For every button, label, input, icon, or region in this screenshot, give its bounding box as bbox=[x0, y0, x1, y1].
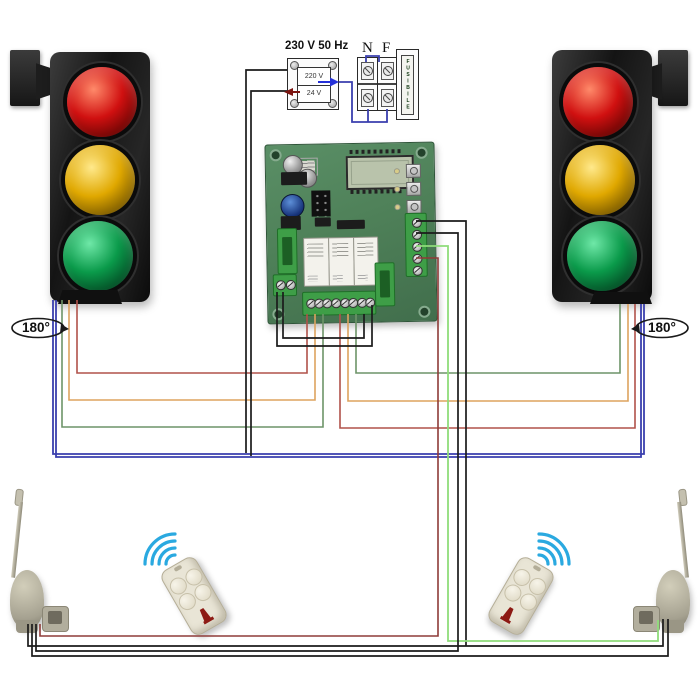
screw-terminal-icon bbox=[361, 62, 374, 80]
transformer: 220 V 24 V bbox=[287, 58, 339, 110]
screw-icon bbox=[411, 217, 422, 228]
fuse-label: FUSIBILE bbox=[405, 59, 411, 111]
fuse-window: FUSIBILE bbox=[401, 55, 414, 115]
wire-right-red bbox=[339, 304, 636, 429]
terminal-cell bbox=[358, 84, 378, 110]
pin-header bbox=[311, 190, 331, 217]
push-button bbox=[405, 163, 422, 179]
screw-terminal-icon bbox=[381, 62, 394, 80]
screw-icon bbox=[290, 61, 299, 70]
supply-voltage-label: 230 V 50 Hz bbox=[285, 40, 349, 52]
traffic-light-base-left bbox=[58, 290, 122, 304]
screw-icon bbox=[275, 280, 286, 291]
led-icon bbox=[393, 168, 400, 175]
voltage-regulator bbox=[280, 171, 308, 186]
rotation-label-left: 180° bbox=[22, 320, 50, 335]
relay bbox=[328, 236, 355, 287]
screw-icon bbox=[363, 93, 373, 103]
terminal-block-f bbox=[377, 57, 397, 111]
terminal-cell bbox=[378, 58, 396, 84]
rotation-label-right: 180° bbox=[648, 320, 676, 335]
screw-icon bbox=[383, 93, 393, 103]
screw-icon bbox=[412, 241, 423, 252]
remote-control-right bbox=[485, 553, 557, 639]
remote-control-left bbox=[158, 553, 230, 639]
wall-bracket-plate-left bbox=[10, 50, 40, 106]
rotation-arrowhead-left bbox=[60, 324, 69, 333]
remote-brand-logo bbox=[499, 606, 514, 624]
phase-terminal-label: F bbox=[382, 40, 391, 56]
rotation-arrowhead-right bbox=[631, 324, 640, 333]
remote-notch bbox=[532, 564, 542, 573]
antenna-collar bbox=[16, 620, 38, 633]
remote-notch bbox=[173, 564, 183, 573]
screw-icon bbox=[365, 297, 376, 308]
screw-terminal-icon bbox=[361, 89, 374, 107]
red-light-left bbox=[67, 67, 137, 137]
relay bbox=[303, 237, 330, 287]
control-board bbox=[264, 141, 438, 325]
antenna-whip bbox=[677, 501, 689, 578]
wall-bracket-plate-right bbox=[658, 50, 688, 106]
wire-blue-bus-2 bbox=[55, 300, 642, 458]
neutral-terminal-label: N bbox=[362, 40, 373, 56]
terminal-column-right bbox=[404, 212, 428, 278]
antenna-whip bbox=[11, 501, 23, 578]
mounting-hole-icon bbox=[415, 146, 428, 159]
red-light-right bbox=[563, 67, 633, 137]
remote-brand-logo bbox=[199, 607, 215, 625]
green-light-right bbox=[567, 221, 637, 291]
screw-icon bbox=[411, 229, 423, 240]
terminal-2pin bbox=[272, 273, 298, 297]
connector-block bbox=[276, 227, 298, 275]
wire-bottom-black-2 bbox=[31, 619, 669, 657]
terminal-cell bbox=[358, 58, 378, 84]
screw-icon bbox=[383, 66, 393, 76]
antenna-body bbox=[656, 570, 690, 628]
lcd-pins bbox=[349, 149, 402, 155]
led-icon bbox=[394, 204, 401, 211]
connector-slot bbox=[282, 237, 293, 266]
blue-capacitor bbox=[280, 193, 305, 219]
antenna-bracket bbox=[633, 606, 660, 632]
screw-icon bbox=[363, 66, 373, 76]
led-icon bbox=[394, 186, 401, 193]
screw-icon bbox=[285, 279, 296, 291]
terminal-cell bbox=[378, 84, 396, 110]
terminal-block-n bbox=[357, 57, 379, 111]
traffic-light-base-right bbox=[590, 292, 652, 304]
screw-icon bbox=[412, 253, 423, 264]
screw-terminal-icon bbox=[381, 89, 394, 107]
fuse-holder: FUSIBILE bbox=[396, 49, 419, 120]
ic-chip bbox=[336, 219, 365, 230]
push-button bbox=[406, 181, 422, 197]
wifi-signal-icon-right bbox=[537, 532, 571, 566]
secondary-voltage-label: 24 V bbox=[306, 90, 322, 98]
connector-slot bbox=[379, 270, 391, 298]
screw-icon bbox=[328, 61, 337, 70]
screw-icon bbox=[412, 265, 423, 276]
primary-voltage-label: 220 V bbox=[298, 68, 330, 86]
yellow-light-left bbox=[65, 145, 135, 215]
antenna-collar bbox=[662, 620, 684, 633]
screw-icon bbox=[290, 99, 299, 108]
green-light-left bbox=[63, 221, 133, 291]
transformer-windings: 220 V 24 V bbox=[297, 67, 331, 103]
mounting-hole-icon bbox=[418, 305, 431, 318]
wifi-signal-icon-left bbox=[143, 532, 177, 566]
connector-block bbox=[374, 262, 396, 307]
wire-blue-bus-1 bbox=[52, 300, 645, 455]
lcd-display bbox=[345, 154, 415, 191]
yellow-light-right bbox=[565, 145, 635, 215]
wire-bottom-black-1 bbox=[27, 619, 664, 647]
ic-chip bbox=[314, 217, 331, 227]
antenna-bracket bbox=[42, 606, 69, 632]
terminal-strip-8 bbox=[302, 290, 377, 316]
mounting-hole-icon bbox=[272, 308, 285, 321]
screw-icon bbox=[328, 99, 337, 108]
mounting-hole-icon bbox=[269, 149, 282, 162]
